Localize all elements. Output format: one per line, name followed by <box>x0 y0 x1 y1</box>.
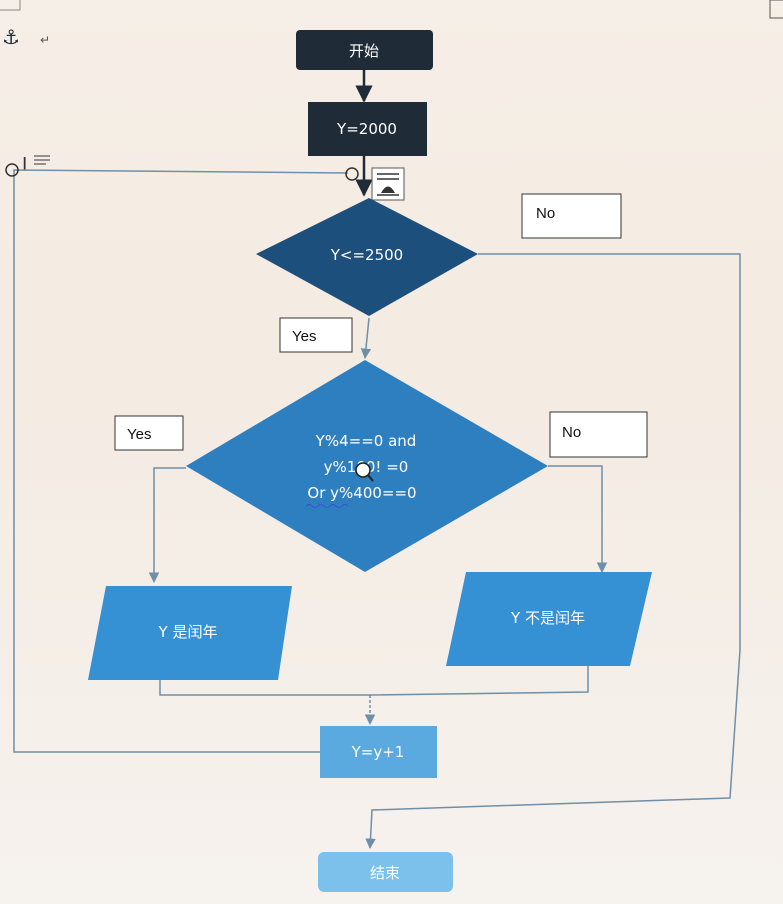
merge-line-right <box>369 666 589 696</box>
leap-year-label: Y 是闰年 <box>158 623 218 641</box>
start-label: 开始 <box>349 42 379 60</box>
cond1-no-label: No <box>536 205 555 222</box>
connector-handle-right[interactable] <box>345 167 359 181</box>
svg-text:↵: ↵ <box>40 33 50 47</box>
condition2-line3: Or y%400==0 <box>307 484 416 502</box>
not-leap-year-output[interactable]: Y 不是闰年 <box>446 572 652 666</box>
increment-label: Y=y+1 <box>351 743 405 761</box>
cond2-no-label: No <box>562 424 581 441</box>
start-node[interactable]: 开始 <box>296 30 433 70</box>
cond1-yes-label-box[interactable]: Yes <box>279 317 353 353</box>
end-node[interactable]: 结束 <box>318 852 453 892</box>
paragraph-mark-icon: ↵ <box>40 33 50 47</box>
cond2-no-line <box>548 465 608 574</box>
condition1-label: Y<=2500 <box>330 246 403 264</box>
init-label: Y=2000 <box>336 120 397 138</box>
condition2-line1: Y%4==0 and <box>315 432 417 450</box>
svg-text:⚓: ⚓ <box>2 25 20 49</box>
connector-handle-left[interactable] <box>5 163 19 177</box>
cond2-yes-label-box[interactable]: Yes <box>114 415 184 451</box>
cond2-yes-line <box>148 467 186 584</box>
cond1-yes-label: Yes <box>292 328 316 345</box>
cond1-no-label-box[interactable]: No <box>521 193 622 239</box>
svg-text:I: I <box>22 154 27 175</box>
loop-back-line <box>13 169 349 753</box>
leap-year-output[interactable]: Y 是闰年 <box>88 586 292 680</box>
cond2-yes-label: Yes <box>127 426 151 443</box>
zoom-cursor-icon <box>355 462 374 482</box>
text-cursor-icon: I <box>22 154 50 175</box>
increment-node[interactable]: Y=y+1 <box>320 726 437 778</box>
cond1-yes-line <box>360 317 372 360</box>
init-node[interactable]: Y=2000 <box>308 102 427 156</box>
end-label: 结束 <box>370 864 400 882</box>
layout-options-icon[interactable] <box>371 167 405 201</box>
not-leap-year-label: Y 不是闰年 <box>510 609 585 627</box>
merge-line-left <box>159 680 370 696</box>
cond1-no-line <box>365 253 741 850</box>
condition1-diamond[interactable]: Y<=2500 <box>256 198 478 316</box>
anchor-icon: ⚓ <box>2 25 20 49</box>
cond2-no-label-box[interactable]: No <box>549 411 648 458</box>
